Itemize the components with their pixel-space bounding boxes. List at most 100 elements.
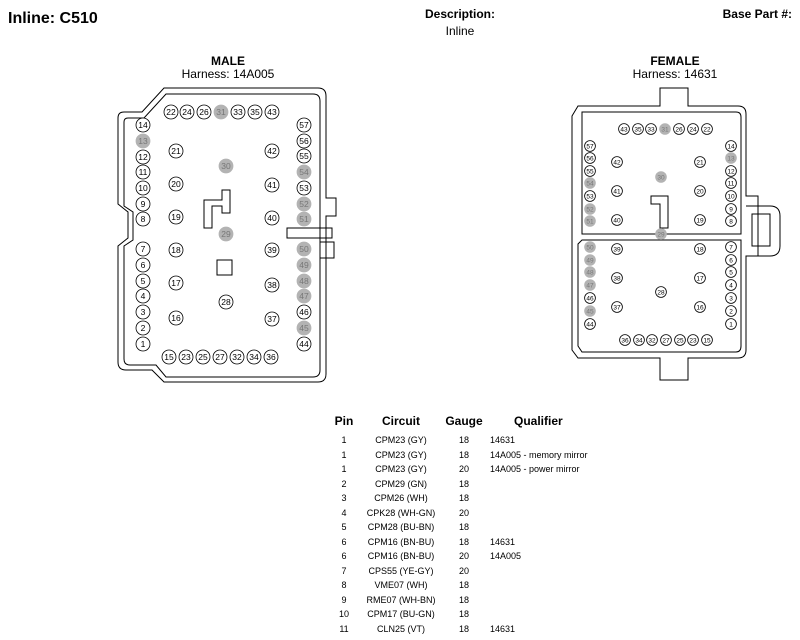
pin-circle (655, 286, 667, 298)
male-pin-2: 2 (135, 320, 151, 336)
gauge-cell: 20 (458, 464, 469, 475)
circuit-cell: CPM16 (BN-BU) (367, 536, 435, 547)
pin-circle (584, 215, 596, 227)
male-pin-24: 24 (179, 104, 195, 120)
pin-number: 30 (657, 174, 665, 181)
pin-circle (694, 243, 706, 255)
pin-cell: 8 (341, 580, 347, 591)
female-pin-24: 24 (687, 123, 699, 135)
pin-circle (264, 277, 280, 293)
pin-number: 37 (613, 304, 621, 311)
female-pin-31: 31 (659, 123, 671, 135)
male-pin-26: 26 (196, 104, 212, 120)
gauge-cell: 18 (458, 580, 469, 591)
pin-number: 16 (696, 304, 704, 311)
pin-circle (135, 288, 151, 304)
pin-number: 46 (586, 295, 594, 302)
pin-number: 10 (138, 183, 148, 193)
pin-number: 7 (729, 244, 733, 251)
qualifier-cell: 14631 (490, 623, 516, 634)
pin-circle (674, 334, 686, 346)
pin-number: 26 (675, 126, 683, 133)
circuit-cell: CPM23 (GY) (375, 449, 427, 460)
connector-title: Inline: C510 (8, 10, 98, 27)
gauge-cell: 18 (458, 623, 469, 634)
pin-number: 41 (267, 180, 277, 190)
female-pin-15: 15 (701, 334, 713, 346)
pin-number: 45 (586, 308, 594, 315)
pin-number: 46 (299, 307, 309, 317)
female-pin-13: 13 (725, 152, 737, 164)
qualifier-cell: 14631 (490, 435, 516, 446)
pin-circle (584, 279, 596, 291)
pin-number: 50 (586, 244, 594, 251)
qualifier-cell: 14A005 - memory mirror (490, 449, 588, 460)
male-pin-12: 12 (135, 149, 151, 165)
pin-circle (264, 177, 280, 193)
pin-number: 28 (221, 297, 231, 307)
pin-cell: 1 (341, 449, 347, 460)
pin-number: 19 (171, 212, 181, 222)
pin-number: 52 (299, 199, 309, 209)
pin-number: 55 (586, 168, 594, 175)
pin-circle (725, 254, 737, 266)
pin-number: 50 (299, 244, 309, 254)
pin-number: 48 (586, 269, 594, 276)
pin-circle (611, 185, 623, 197)
pin-circle (584, 165, 596, 177)
pin-circle (725, 241, 737, 253)
pin-number: 44 (586, 321, 594, 328)
pin-circle (296, 288, 312, 304)
female-pin-50: 50 (584, 241, 596, 253)
pin-circle (163, 104, 179, 120)
pin-circle (264, 143, 280, 159)
pin-circle (135, 196, 151, 212)
male-pin-49: 49 (296, 257, 312, 273)
pin-number: 15 (164, 352, 174, 362)
pin-number: 2 (729, 308, 733, 315)
male-pin-45: 45 (296, 320, 312, 336)
pin-circle (296, 273, 312, 289)
female-pin-10: 10 (725, 190, 737, 202)
pin-circle (725, 292, 737, 304)
pin-number: 47 (299, 291, 309, 301)
male-pin-43: 43 (264, 104, 280, 120)
pin-circle (673, 123, 685, 135)
male-pin-53: 53 (296, 180, 312, 196)
male-pin-30: 30 (218, 158, 234, 174)
pin-circle (584, 318, 596, 330)
male-pin-57: 57 (296, 117, 312, 133)
male-pin-21: 21 (168, 143, 184, 159)
female-pin-23: 23 (687, 334, 699, 346)
pin-number: 37 (267, 314, 277, 324)
circuit-cell: CPM17 (BU-GN) (367, 609, 435, 620)
pin-number: 55 (299, 151, 309, 161)
pin-circle (701, 123, 713, 135)
pin-number: 39 (613, 246, 621, 253)
pin-number: 34 (635, 337, 643, 344)
pin-number: 35 (634, 126, 642, 133)
male-pin-14: 14 (135, 117, 151, 133)
pin-number: 48 (299, 276, 309, 286)
pin-circle (135, 164, 151, 180)
pin-number: 27 (215, 352, 225, 362)
pin-circle (694, 185, 706, 197)
pin-number: 56 (586, 155, 594, 162)
description-label: Description: (424, 7, 495, 21)
pin-circle (135, 336, 151, 352)
female-pin-42: 42 (611, 156, 623, 168)
pin-cell: 1 (341, 435, 347, 446)
male-pin-1: 1 (135, 336, 151, 352)
pin-number: 2 (141, 323, 146, 333)
pin-circle (725, 140, 737, 152)
pin-circle (619, 334, 631, 346)
pin-number: 25 (198, 352, 208, 362)
gauge-cell: 18 (458, 522, 469, 533)
pin-number: 51 (299, 214, 309, 224)
male-pin-13: 13 (135, 133, 151, 149)
